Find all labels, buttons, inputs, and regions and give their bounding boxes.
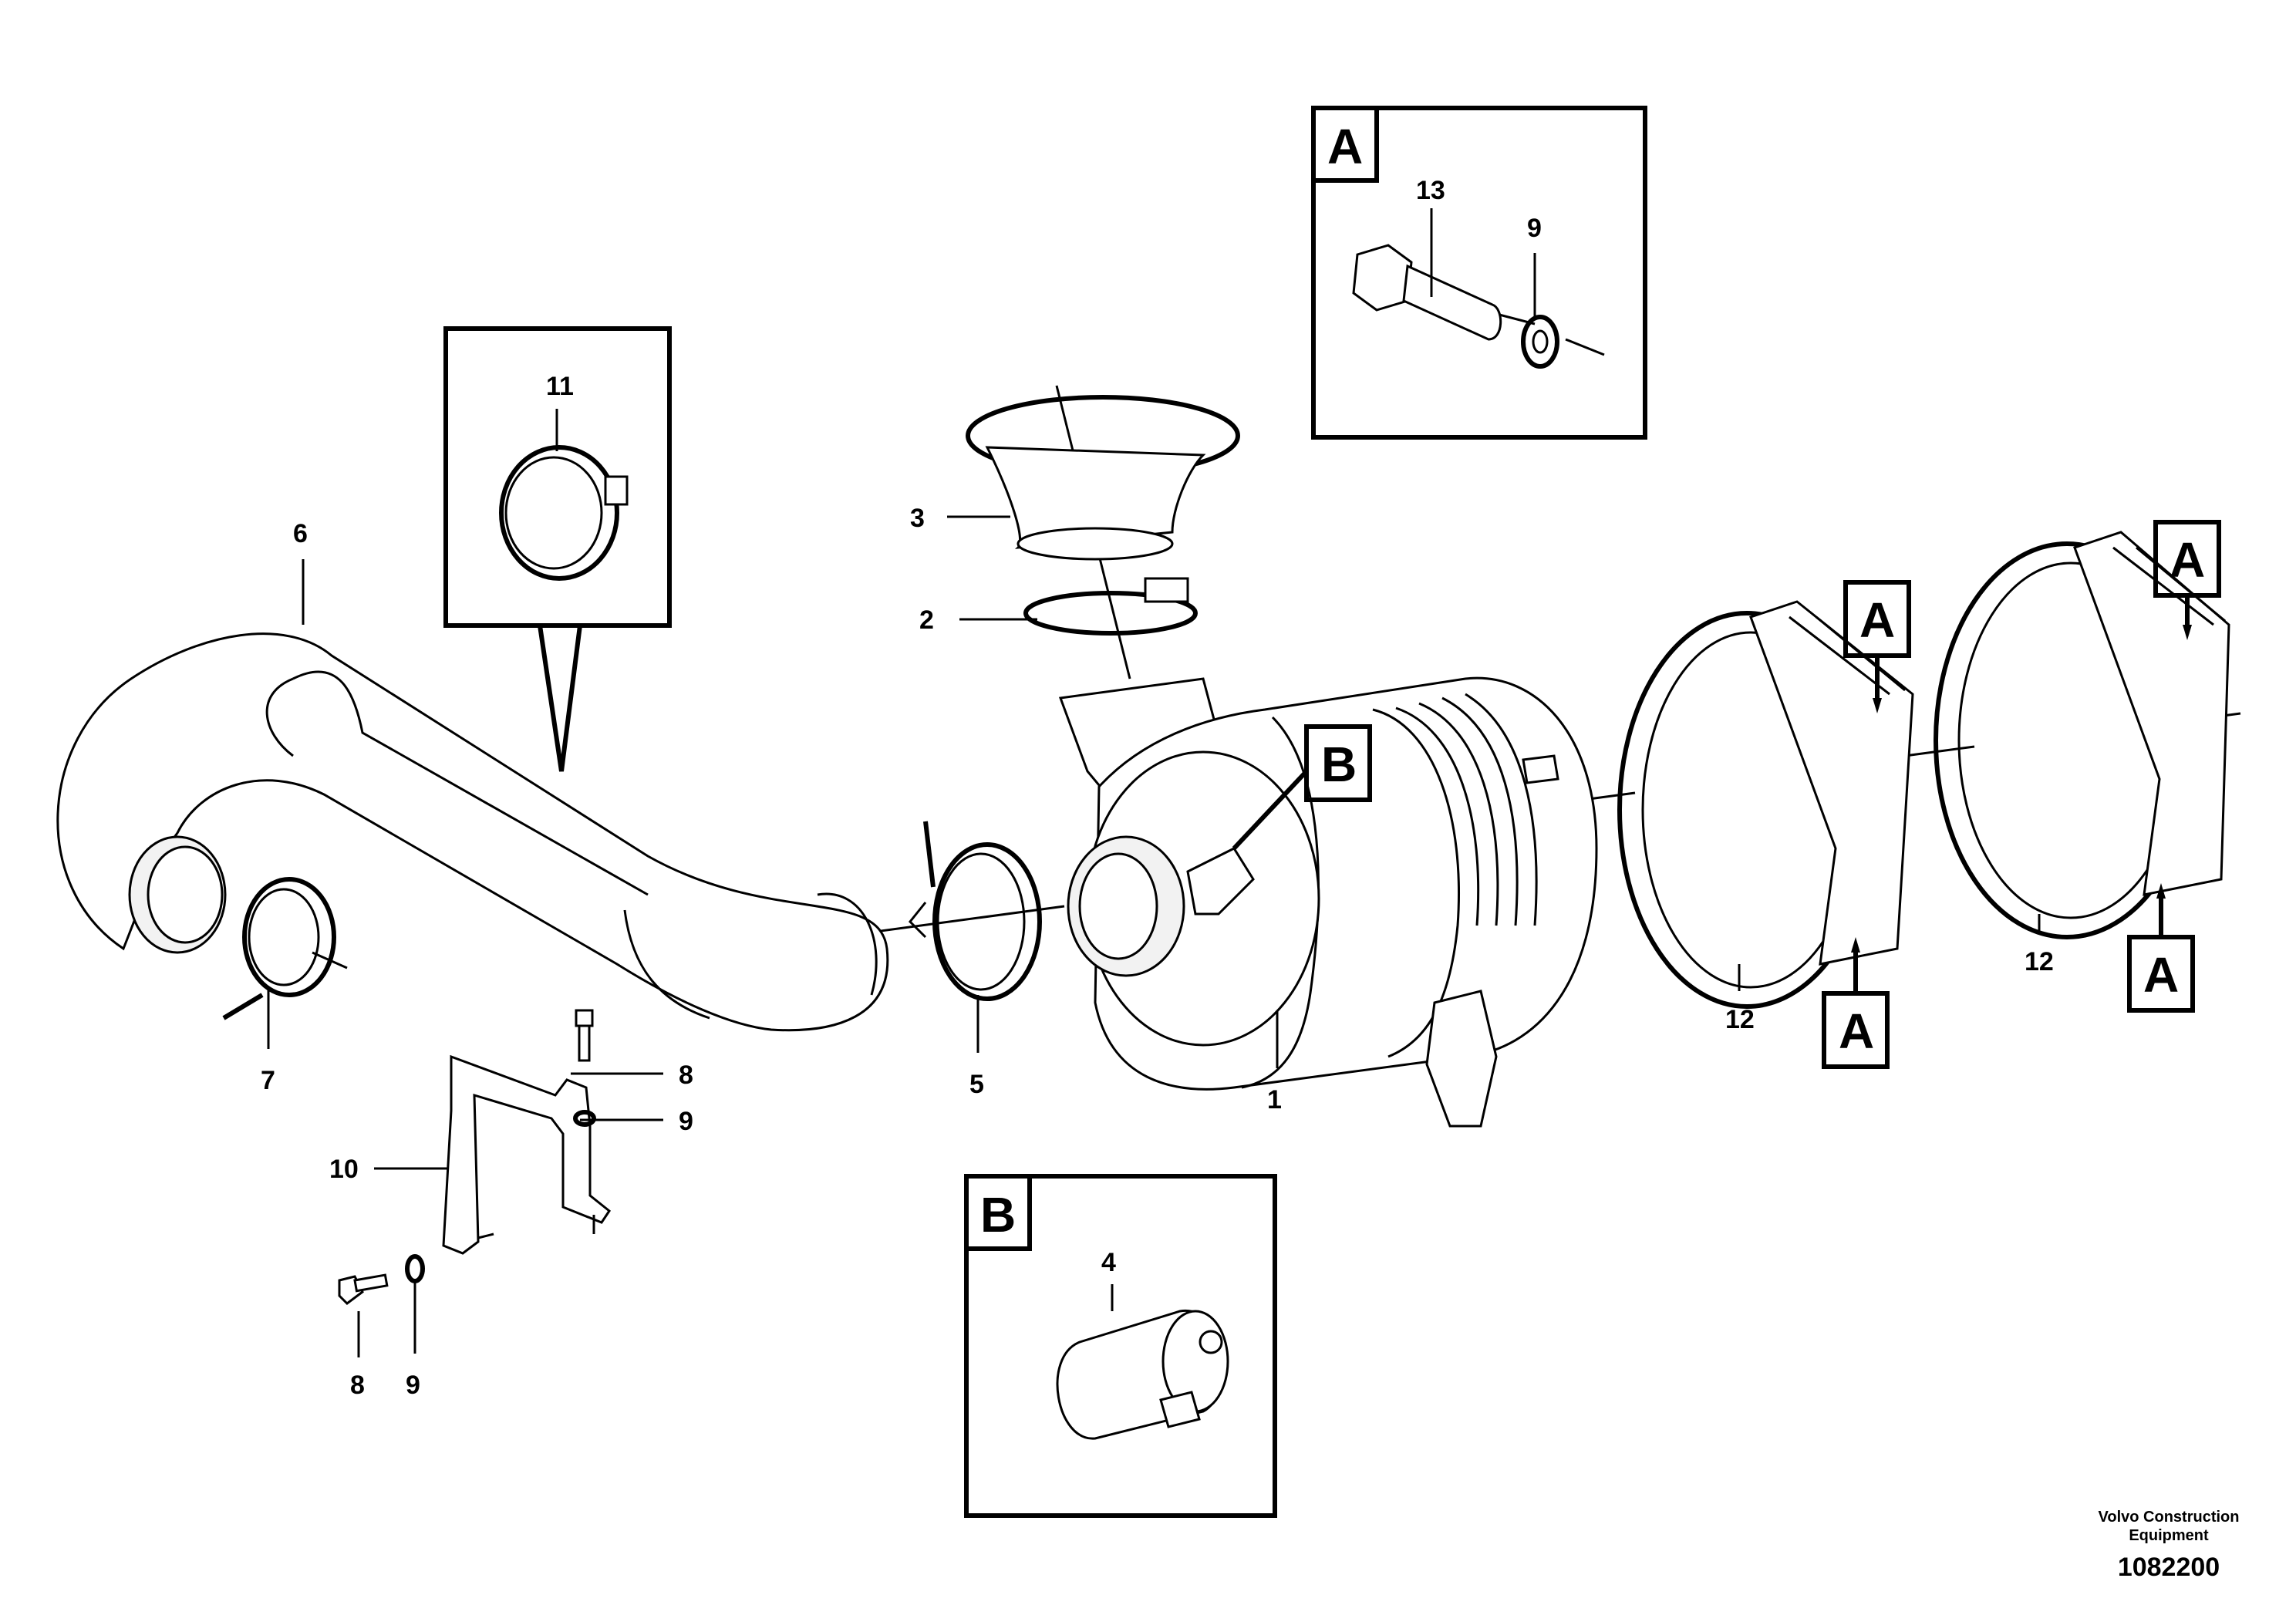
callout-10: 10 [329, 1155, 359, 1184]
view-reference-b [1232, 724, 1372, 851]
pipe-clamp-2 [1023, 577, 1198, 636]
credit-line-2: Equipment [2129, 1527, 2209, 1544]
hose-clamp-7 [222, 877, 348, 1020]
document-number: 1082200 [2118, 1553, 2220, 1582]
callout-7: 7 [261, 1066, 275, 1095]
view-reference-a-boxes [1822, 520, 2221, 1069]
air-filter-housing [1058, 676, 1598, 1128]
callout-3: 3 [910, 504, 925, 533]
mounting-band-12-left [1617, 600, 1914, 1009]
callout-11: 11 [546, 372, 574, 401]
washer-9-upper [573, 1110, 596, 1127]
callout-2: 2 [919, 605, 934, 635]
reference-a-letter-3: A [2170, 532, 2205, 588]
callout-9-lower: 9 [406, 1371, 420, 1400]
callout-1: 1 [1267, 1085, 1282, 1114]
callout-4: 4 [1101, 1248, 1116, 1277]
hose-clamp-5 [908, 821, 1042, 1001]
bolt-8-upper [575, 1009, 594, 1062]
reference-b-letter: B [1321, 737, 1357, 792]
callout-12-left: 12 [1725, 1005, 1755, 1034]
credit-line-1: Volvo Construction [2099, 1509, 2240, 1526]
callout-8-upper: 8 [679, 1061, 693, 1090]
callout-12-right: 12 [2025, 947, 2054, 976]
intake-hose [56, 632, 889, 1032]
detail-callout-11 [443, 326, 672, 772]
rain-cap [966, 395, 1240, 561]
detail-a-letter: A [1327, 119, 1363, 174]
callout-13: 13 [1416, 176, 1445, 205]
callout-6: 6 [293, 519, 308, 548]
detail-view-a [1311, 106, 1647, 440]
callout-8-lower: 8 [350, 1371, 365, 1400]
mounting-bracket [442, 1054, 612, 1255]
bolt-8-lower [338, 1273, 389, 1305]
leader-lines [267, 208, 2041, 1357]
reference-a-letter-2: A [1839, 1003, 1874, 1059]
reference-a-letter-1: A [1859, 592, 1895, 648]
washer-9-lower [405, 1254, 425, 1283]
mounting-band-12-right [1934, 531, 2230, 939]
callout-9-detail-a: 9 [1527, 214, 1542, 243]
detail-b-letter: B [980, 1187, 1016, 1243]
reference-a-letter-4: A [2143, 947, 2179, 1003]
callout-5: 5 [969, 1070, 984, 1099]
detail-view-b [964, 1174, 1277, 1518]
callout-9-upper: 9 [679, 1107, 693, 1136]
